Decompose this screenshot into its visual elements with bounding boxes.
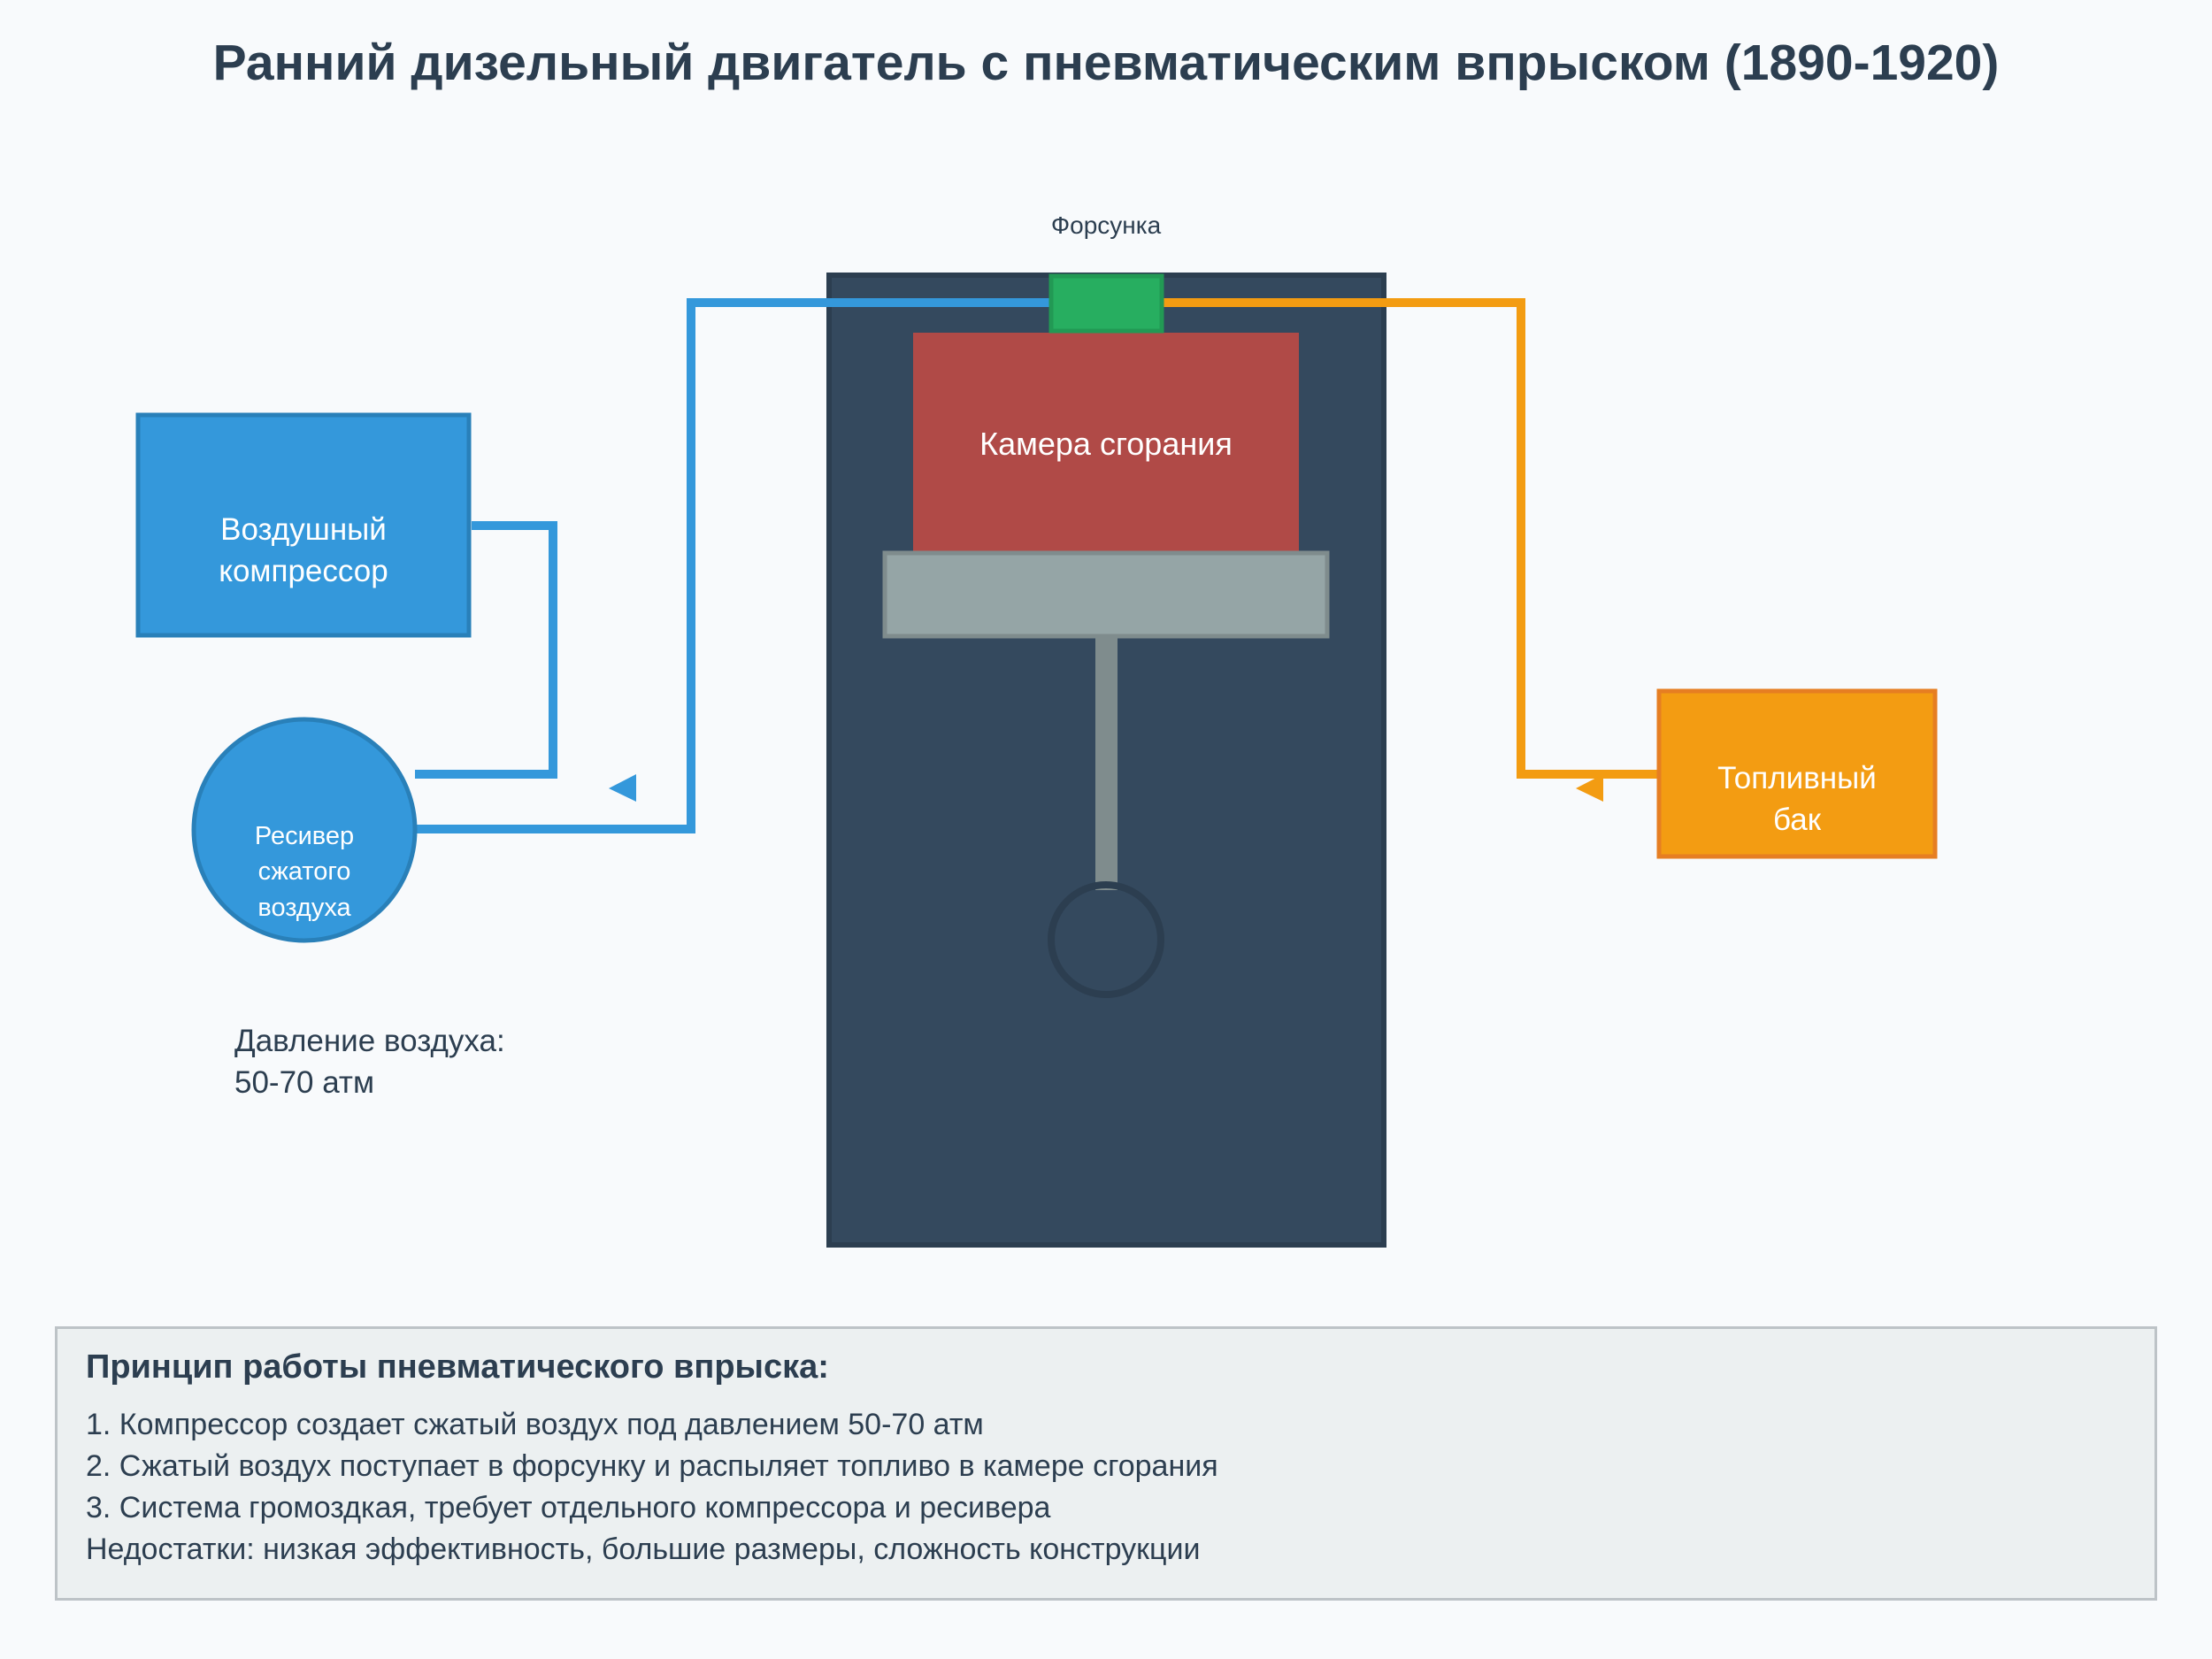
piston [882, 550, 1330, 639]
air-receiver-label-line3: воздуха [257, 894, 351, 922]
info-line-3: 3. Система громоздкая, требует отдельног… [86, 1491, 1051, 1525]
air-receiver-label-line2: сжатого [258, 857, 351, 886]
injector-label: Форсунка [1051, 211, 1162, 239]
fuel-tank-label-line2: бак [1773, 803, 1822, 837]
air-receiver [191, 717, 418, 943]
fuel-line-tank-to-injector [1161, 298, 1659, 779]
info-heading: Принцип работы пневматического впрыска: [86, 1348, 829, 1386]
fuel-tank-label-line1: Топливный [1717, 761, 1877, 795]
air-compressor [135, 412, 472, 638]
connecting-rod [1095, 636, 1118, 890]
air-receiver-label-line1: Ресивер [255, 822, 354, 850]
fuel-tank [1656, 688, 1938, 859]
info-line-4: Недостатки: низкая эффективность, больши… [86, 1532, 1201, 1566]
air-line-receiver-to-injector [415, 298, 1051, 833]
air-compressor-label-line2: компрессор [219, 554, 388, 588]
info-line-1: 1. Компрессор создает сжатый воздух под … [86, 1408, 984, 1441]
info-line-2: 2. Сжатый воздух поступает в форсунку и … [86, 1449, 1218, 1483]
air-flow-arrow [609, 774, 636, 802]
crankshaft [1048, 881, 1164, 998]
air-line-compressor-to-receiver [415, 521, 557, 779]
air-pressure-label: Давление воздуха: [234, 1024, 505, 1058]
fuel-flow-arrow [1576, 774, 1603, 802]
diagram-title: Ранний дизельный двигатель с пневматичес… [213, 35, 2000, 91]
air-compressor-label-line1: Воздушный [220, 512, 387, 547]
info-panel: Принцип работы пневматического впрыска: … [55, 1326, 2157, 1601]
combustion-chamber [913, 333, 1299, 554]
air-pressure-value: 50-70 атм [234, 1065, 374, 1100]
injector [1048, 273, 1164, 334]
combustion-chamber-label: Камера сгорания [979, 426, 1233, 462]
